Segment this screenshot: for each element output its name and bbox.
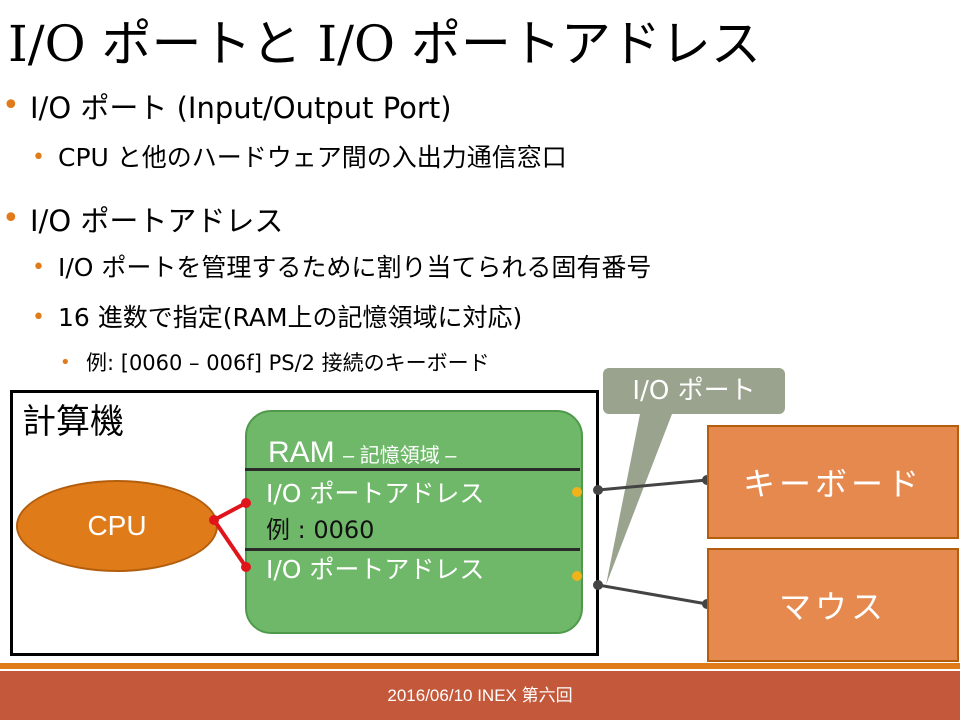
callout-pointer (606, 414, 672, 585)
cpu-wire-2 (212, 518, 248, 569)
computer-label: 計算機 (22, 402, 124, 442)
footer-accent-line (0, 663, 960, 669)
ram-title: RAM – 記憶領域 – (268, 434, 456, 475)
ram-cell-address-1: I/O ポートアドレス (266, 479, 485, 508)
bullet-io-port-address: • I/O ポートアドレス (2, 201, 284, 239)
bullet-text: I/O ポート (Input/Output Port) (30, 91, 452, 125)
ram-divider (245, 548, 580, 551)
ram-connector-dot (241, 562, 251, 572)
keyboard-label: キーボード (742, 465, 923, 503)
bullet-io-port-desc: • CPU と他のハードウェア間の入出力通信窓口 (32, 142, 567, 174)
bullet-hex: • 16 進数で指定(RAM上の記憶領域に対応) (32, 302, 523, 334)
bullet-text: 16 進数で指定(RAM上の記憶領域に対応) (58, 303, 523, 332)
ram-block (245, 410, 583, 634)
mouse-label: マウス (778, 588, 887, 626)
bullet-text: 例: [0060 – 006f] PS/2 接続のキーボード (86, 351, 490, 375)
ram-connector-dot (241, 498, 251, 508)
ram-cell-address-2: I/O ポートアドレス (266, 555, 485, 584)
wire-end-dot (593, 485, 603, 495)
slide-title: I/O ポートと I/O ポートアドレス (8, 15, 761, 73)
keyboard-wire (597, 478, 708, 492)
bullet-dot-icon: • (60, 352, 71, 373)
cpu-wire-1 (213, 501, 247, 522)
bullet-io-port: • I/O ポート (Input/Output Port) (2, 88, 452, 126)
cpu-ellipse: CPU (16, 480, 218, 572)
bullet-example: • 例: [0060 – 006f] PS/2 接続のキーボード (60, 349, 490, 377)
bullet-text: I/O ポートを管理するために割り当てられる固有番号 (58, 253, 652, 282)
cpu-label: CPU (87, 510, 147, 541)
io-port-dot (572, 571, 582, 581)
footer: 2016/06/10 INEX 第六回 (0, 671, 960, 720)
ram-subtitle: – 記憶領域 – (343, 445, 457, 467)
bullet-text: CPU と他のハードウェア間の入出力通信窓口 (58, 143, 567, 172)
mouse-box: マウス (707, 548, 959, 662)
ram-divider (245, 468, 580, 471)
ram-cell-example: 例 : 0060 (266, 516, 375, 544)
bullet-dot-icon: • (2, 201, 20, 236)
bullet-dot-icon: • (2, 88, 20, 123)
bullet-address-desc: • I/O ポートを管理するために割り当てられる固有番号 (32, 252, 652, 284)
bullet-text: I/O ポートアドレス (30, 204, 284, 238)
ram-title-text: RAM (268, 436, 335, 469)
io-port-callout: I/O ポート (603, 368, 785, 414)
bullet-dot-icon: • (32, 305, 45, 330)
io-port-dot (572, 487, 582, 497)
bullet-dot-icon: • (32, 255, 45, 280)
bullet-dot-icon: • (32, 145, 45, 170)
cpu-connector-dot (209, 515, 219, 525)
keyboard-box: キーボード (707, 425, 959, 539)
wire-end-dot (593, 580, 603, 590)
mouse-wire (597, 583, 708, 606)
